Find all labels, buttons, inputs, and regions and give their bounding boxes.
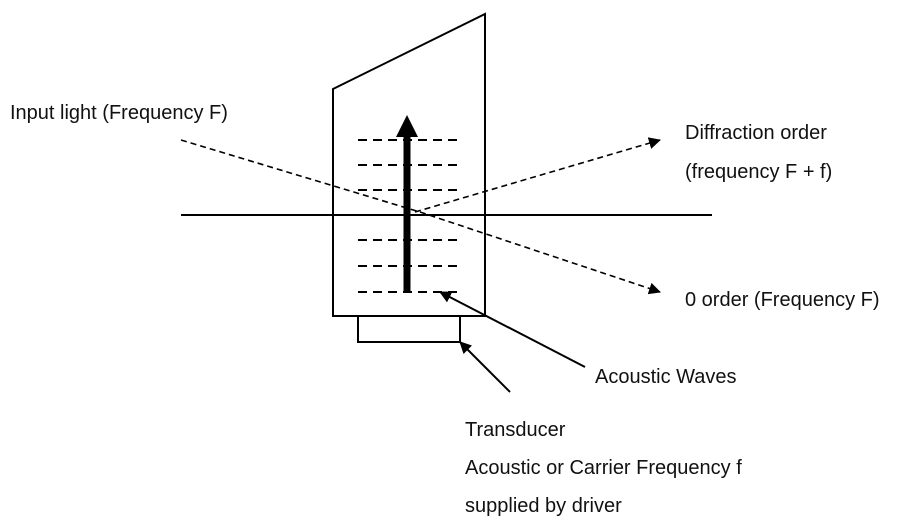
transducer-label: Transducer [465,419,566,441]
acoustic-waves-label: Acoustic Waves [595,366,737,388]
zero-order-ray [419,211,661,295]
transducer-pointer [459,341,511,393]
zero-order-label: 0 order (Frequency F) [685,289,880,311]
acoustic-waves-pointer [439,291,586,368]
diffraction-frequency-label: (frequency F + f) [685,161,833,183]
input-light-label: Input light (Frequency F) [10,102,228,124]
carrier-frequency-label: Acoustic or Carrier Frequency f [465,457,742,479]
driver-supply-label: supplied by driver [465,495,622,517]
transducer-block [357,315,461,343]
diffraction-order-ray [414,137,661,213]
input-light-ray [180,139,421,213]
diffraction-order-label: Diffraction order [685,122,827,144]
